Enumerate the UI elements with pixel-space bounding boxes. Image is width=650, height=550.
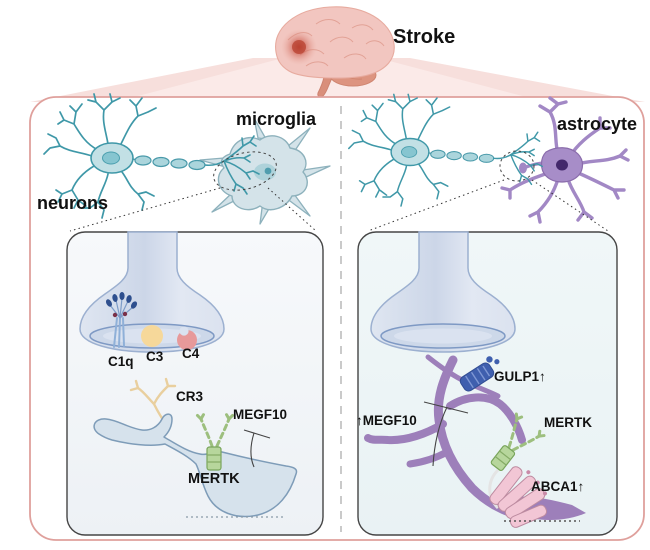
label-c3: C3 <box>146 349 164 364</box>
label-mertk-left: MERTK <box>188 471 240 487</box>
label-c1q: C1q <box>108 354 134 369</box>
brain-illustration <box>275 6 395 98</box>
astrocyte-endfoot <box>519 162 527 174</box>
label-gulp1: GULP1↑ <box>494 369 546 384</box>
label-megf10-right: ↑MEGF10 <box>356 413 417 428</box>
magnify-leaders-right <box>367 179 609 232</box>
c3-molecule <box>141 325 163 347</box>
c4-molecule <box>177 326 197 350</box>
megf10-pointer-right <box>423 401 469 467</box>
gulp1-receptor <box>459 356 500 392</box>
label-c4: C4 <box>182 346 200 361</box>
magnify-leaders-left <box>69 187 317 232</box>
left-inset: C1q C3 C4 CR3 MERTK MEGF10 <box>66 231 324 536</box>
abca1-transporter <box>489 466 548 528</box>
label-neurons: neurons <box>37 193 108 213</box>
magnify-ellipse-left <box>213 151 277 191</box>
label-abca1: ABCA1↑ <box>531 479 584 494</box>
label-mertk-right: MERTK <box>544 415 592 430</box>
magnify-ellipse-right <box>499 150 535 182</box>
label-cr3: CR3 <box>176 389 203 404</box>
megf10-pointer-left <box>243 429 271 468</box>
label-microglia: microglia <box>236 109 317 129</box>
microglia-process <box>93 413 298 518</box>
label-megf10-left: MEGF10 <box>233 407 287 422</box>
cr3-receptor <box>129 377 177 426</box>
title-stroke: Stroke <box>393 26 455 48</box>
microglia-illustration <box>199 117 331 225</box>
right-inset: GULP1↑ ↑MEGF10 MERTK ABCA1↑ <box>356 231 618 536</box>
label-astrocyte: astrocyte <box>557 114 637 134</box>
c1q-molecule <box>105 292 138 348</box>
